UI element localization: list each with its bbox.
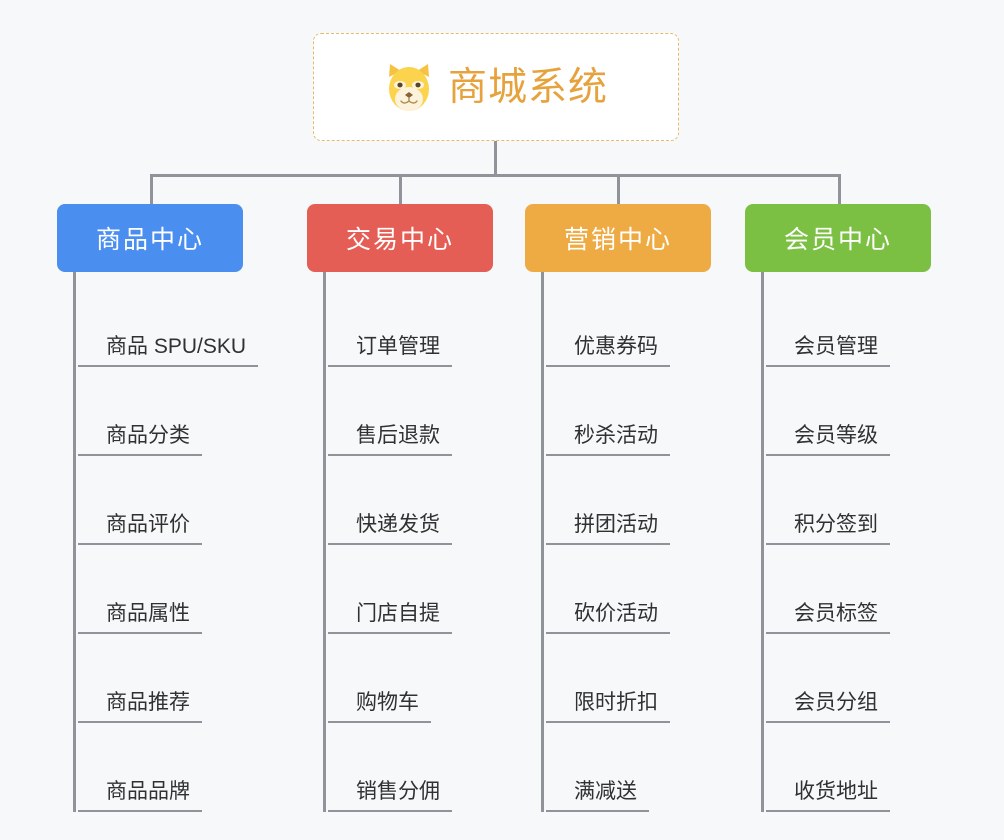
- category-box-trade[interactable]: 交易中心: [307, 204, 493, 272]
- leaf-label: 订单管理: [328, 335, 452, 367]
- connector-horizontal-bar: [150, 174, 841, 177]
- leaf-label: 会员等级: [766, 424, 890, 456]
- connector-drop-会员中心: [838, 174, 841, 204]
- leaf-label: 秒杀活动: [546, 424, 670, 456]
- leaf-label: 商品 SPU/SKU: [78, 335, 259, 367]
- list-item[interactable]: 销售分佣: [326, 723, 507, 812]
- leaf-label: 商品推荐: [78, 691, 202, 723]
- leaf-label: 会员分组: [766, 691, 890, 723]
- leaf-label: 商品评价: [78, 513, 202, 545]
- shiba-dog-face-icon: [384, 61, 434, 113]
- list-item[interactable]: 商品属性: [76, 545, 257, 634]
- leaf-stack-product: 商品 SPU/SKU 商品分类 商品评价 商品属性 商品推荐 商品品牌: [73, 272, 259, 812]
- list-item[interactable]: 会员标签: [764, 545, 945, 634]
- leaf-label: 商品属性: [78, 602, 202, 634]
- leaf-label: 购物车: [328, 691, 431, 723]
- list-item[interactable]: 砍价活动: [544, 545, 725, 634]
- leaf-label: 拼团活动: [546, 513, 670, 545]
- list-item[interactable]: 限时折扣: [544, 634, 725, 723]
- list-item[interactable]: 快递发货: [326, 456, 507, 545]
- list-item[interactable]: 收货地址: [764, 723, 945, 812]
- list-item[interactable]: 优惠券码: [544, 278, 725, 367]
- list-item[interactable]: 商品品牌: [76, 723, 257, 812]
- list-item[interactable]: 满减送: [544, 723, 725, 812]
- leaf-label: 砍价活动: [546, 602, 670, 634]
- leaf-label: 限时折扣: [546, 691, 670, 723]
- category-box-marketing[interactable]: 营销中心: [525, 204, 711, 272]
- leaf-label: 收货地址: [766, 780, 890, 812]
- leaf-label: 满减送: [546, 780, 649, 812]
- list-item[interactable]: 门店自提: [326, 545, 507, 634]
- category-column-product: 商品中心 商品 SPU/SKU 商品分类 商品评价 商品属性 商品推荐 商品品牌: [57, 204, 259, 812]
- connector-drop-商品中心: [150, 174, 153, 204]
- leaf-label: 售后退款: [328, 424, 452, 456]
- list-item[interactable]: 秒杀活动: [544, 367, 725, 456]
- leaf-stack-member: 会员管理 会员等级 积分签到 会员标签 会员分组 收货地址: [761, 272, 945, 812]
- category-box-member[interactable]: 会员中心: [745, 204, 931, 272]
- list-item[interactable]: 商品推荐: [76, 634, 257, 723]
- connector-drop-营销中心: [617, 174, 620, 204]
- list-item[interactable]: 积分签到: [764, 456, 945, 545]
- list-item[interactable]: 会员分组: [764, 634, 945, 723]
- leaf-label: 会员标签: [766, 602, 890, 634]
- category-column-member: 会员中心 会员管理 会员等级 积分签到 会员标签 会员分组 收货地址: [745, 204, 945, 812]
- list-item[interactable]: 订单管理: [326, 278, 507, 367]
- leaf-label: 快递发货: [328, 513, 452, 545]
- leaf-label: 销售分佣: [328, 780, 452, 812]
- connector-root-stem: [494, 141, 497, 176]
- list-item[interactable]: 商品 SPU/SKU: [76, 278, 259, 367]
- leaf-label: 门店自提: [328, 602, 452, 634]
- leaf-stack-marketing: 优惠券码 秒杀活动 拼团活动 砍价活动 限时折扣 满减送: [541, 272, 725, 812]
- connector-drop-交易中心: [399, 174, 402, 204]
- list-item[interactable]: 会员管理: [764, 278, 945, 367]
- leaf-label: 积分签到: [766, 513, 890, 545]
- list-item[interactable]: 商品评价: [76, 456, 257, 545]
- category-column-marketing: 营销中心 优惠券码 秒杀活动 拼团活动 砍价活动 限时折扣 满减送: [525, 204, 725, 812]
- root-node[interactable]: 商城系统: [313, 33, 679, 141]
- leaf-stack-trade: 订单管理 售后退款 快递发货 门店自提 购物车 销售分佣: [323, 272, 507, 812]
- leaf-label: 商品分类: [78, 424, 202, 456]
- leaf-label: 优惠券码: [546, 335, 670, 367]
- list-item[interactable]: 拼团活动: [544, 456, 725, 545]
- list-item[interactable]: 商品分类: [76, 367, 257, 456]
- list-item[interactable]: 会员等级: [764, 367, 945, 456]
- list-item[interactable]: 售后退款: [326, 367, 507, 456]
- list-item[interactable]: 购物车: [326, 634, 507, 723]
- leaf-label: 商品品牌: [78, 780, 202, 812]
- category-column-trade: 交易中心 订单管理 售后退款 快递发货 门店自提 购物车 销售分佣: [307, 204, 507, 812]
- leaf-label: 会员管理: [766, 335, 890, 367]
- category-box-product[interactable]: 商品中心: [57, 204, 243, 272]
- root-title: 商城系统: [447, 65, 608, 109]
